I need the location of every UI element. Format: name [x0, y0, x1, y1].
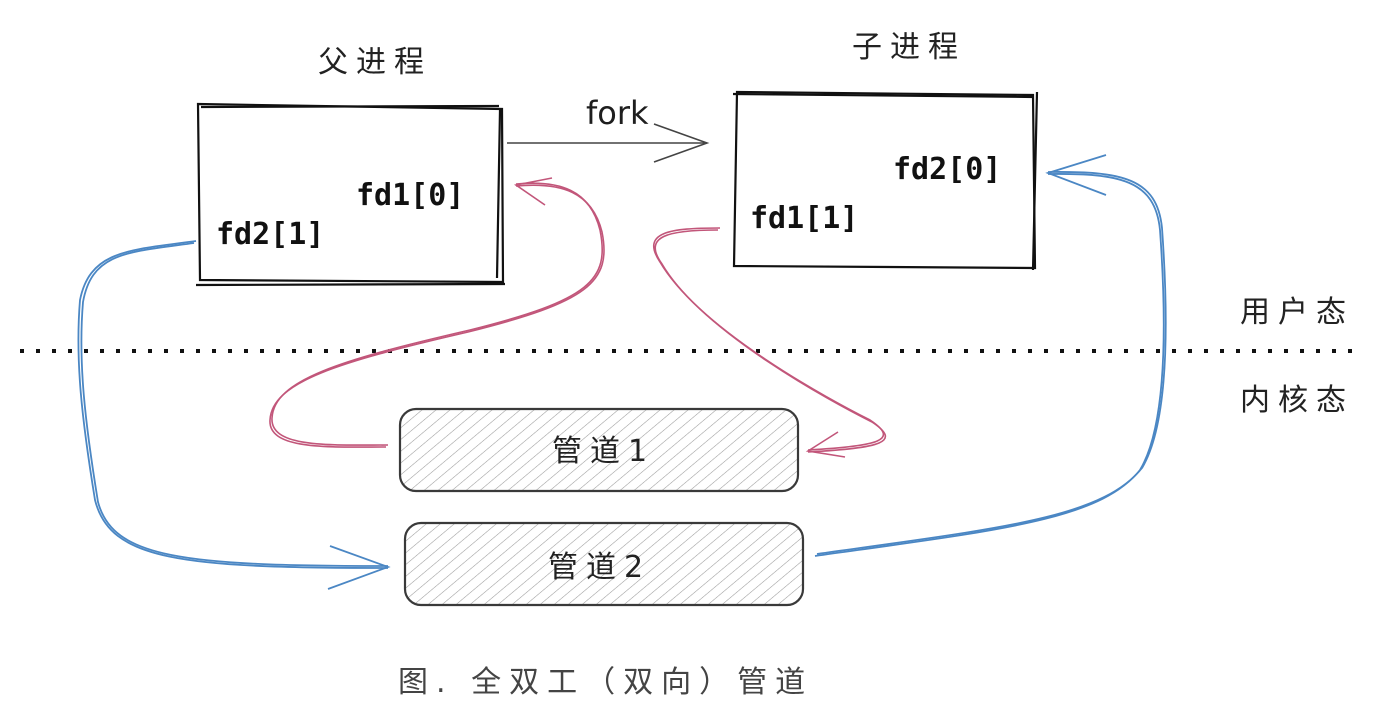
parent-process-title: 父进程	[318, 45, 432, 80]
pipe2-flow-arrow	[77, 154, 1167, 590]
pipe1-flow-arrow	[269, 177, 886, 458]
child-fd1-write: fd1[1]	[750, 201, 858, 236]
child-fd2-read: fd2[0]	[893, 152, 1001, 187]
pipe-1	[398, 407, 800, 493]
pipe-1-label: 管道1	[552, 434, 655, 469]
child-process-box	[732, 90, 1039, 271]
parent-fd1-read: fd1[0]	[356, 178, 464, 213]
fork-arrow	[507, 123, 710, 163]
fork-label: fork	[586, 94, 649, 132]
parent-process-box	[195, 102, 506, 287]
pipe-2	[403, 521, 805, 607]
user-space-label: 用户态	[1240, 295, 1354, 330]
diagram-caption: 图. 全双工（双向）管道	[398, 665, 813, 700]
kernel-space-label: 内核态	[1240, 383, 1354, 418]
child-process-title: 子进程	[852, 30, 966, 65]
parent-fd2-write: fd2[1]	[216, 217, 324, 252]
pipe-2-label: 管道2	[548, 550, 651, 585]
